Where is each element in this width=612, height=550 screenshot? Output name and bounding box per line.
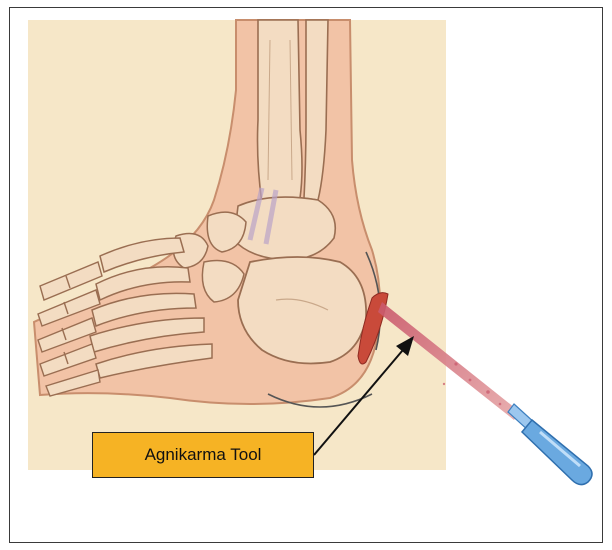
agnikarma-tool-handle-icon [508,404,592,485]
talus-bone [234,197,335,260]
tibia-bone [258,20,303,204]
callout-label: Agnikarma Tool [145,445,262,465]
callout-label-box: Agnikarma Tool [92,432,314,478]
